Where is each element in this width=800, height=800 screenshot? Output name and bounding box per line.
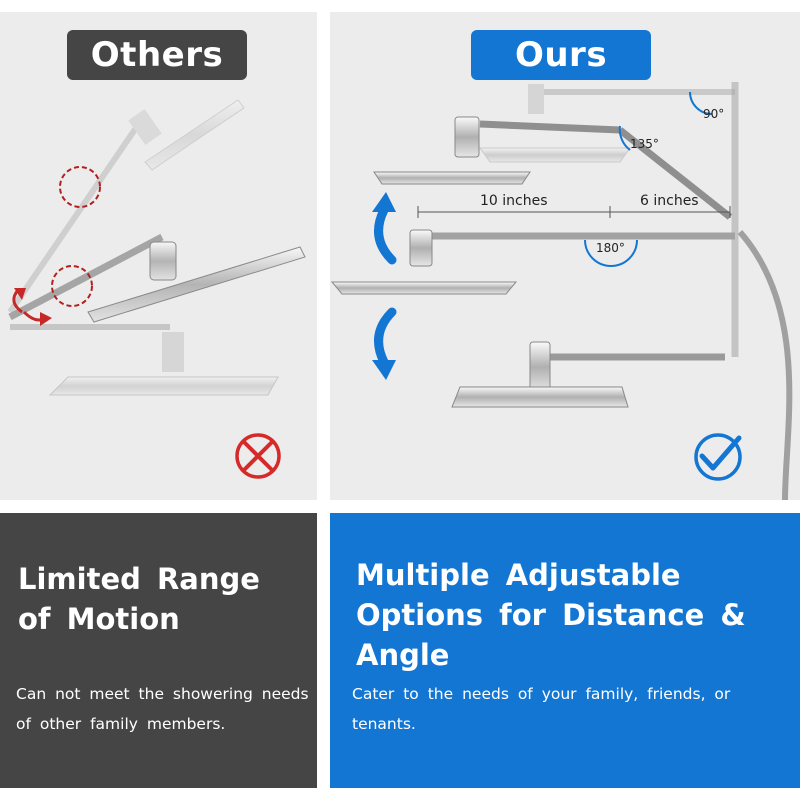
- others-description-box: Limited Range of Motion Can not meet the…: [0, 513, 317, 788]
- ours-illustration-panel: 10 inches 6 inches 90° 135° 180° Ours: [330, 12, 800, 500]
- distance-label-6in: 6 inches: [640, 193, 699, 209]
- distance-label-10in: 10 inches: [480, 193, 548, 209]
- joint-highlight-circle: [51, 265, 93, 307]
- shower-arm-middle: [8, 233, 306, 323]
- others-illustration-panel: Others: [0, 12, 317, 500]
- ours-description-box: Multiple Adjustable Options for Distance…: [330, 513, 800, 788]
- ours-description: Cater to the needs of your family, frien…: [352, 685, 731, 733]
- others-badge: Others: [67, 30, 247, 80]
- faded-shower-arm-top: [7, 99, 245, 314]
- angle-arc-180: [584, 239, 638, 267]
- joint-highlight-circle: [59, 166, 101, 208]
- others-shower-illustration: [7, 99, 306, 479]
- others-description: Can not meet the showering needs of othe…: [16, 685, 309, 733]
- rotation-arrow-icon: [12, 289, 23, 314]
- angle-label-90: 90°: [703, 107, 724, 121]
- ours-badge: Ours: [471, 30, 651, 80]
- shower-hose: [737, 230, 793, 500]
- angle-label-180: 180°: [596, 241, 625, 255]
- shower-arm-angled: [373, 116, 733, 220]
- angle-arc-135: [618, 125, 631, 151]
- blue-check-icon: [694, 433, 742, 481]
- height-adjust-arrows-icon: [372, 192, 397, 380]
- angle-arc-90: [689, 91, 713, 115]
- angle-label-135: 135°: [630, 137, 659, 151]
- ours-shower-illustration: 10 inches 6 inches 90° 135° 180°: [330, 82, 793, 500]
- red-x-icon: [235, 433, 281, 479]
- others-heading: Limited Range of Motion: [18, 562, 260, 636]
- faded-shower-arm-top: [479, 84, 735, 163]
- faded-shower-arm-bottom: [10, 324, 279, 396]
- shower-arm-bottom: [451, 341, 725, 408]
- ours-heading: Multiple Adjustable Options for Distance…: [356, 558, 746, 672]
- shower-arm-middle: [330, 229, 735, 295]
